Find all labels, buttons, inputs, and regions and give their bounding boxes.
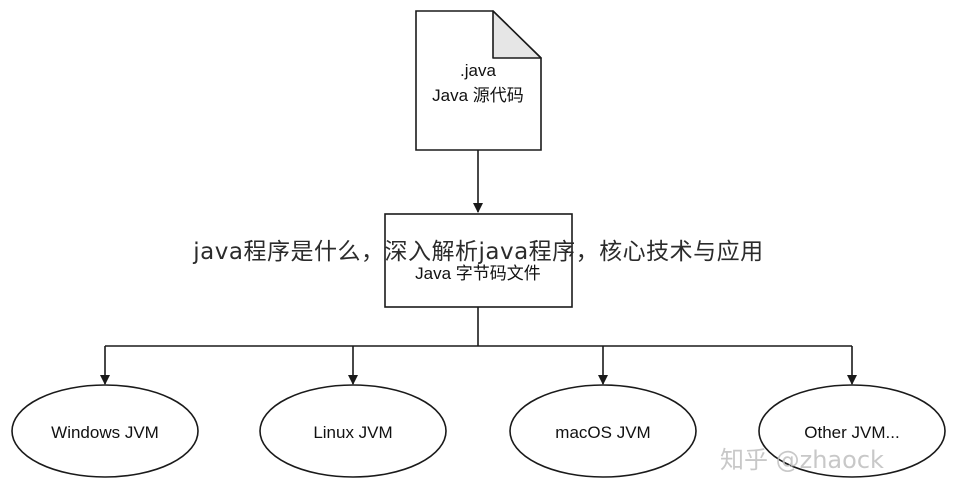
jvm-node-windows: Windows JVM [11,384,199,478]
bytecode-file-label: Java 字节码文件 [415,264,541,283]
jvm-label: Linux JVM [313,423,392,442]
jvm-label: Windows JVM [51,423,159,442]
jvm-ellipse [509,384,697,478]
jvm-label: macOS JVM [555,423,650,442]
jvm-node-macos: macOS JVM [509,384,697,478]
source-file-extension: .java [460,61,496,80]
jvm-ellipse [259,384,447,478]
jvm-ellipse [11,384,199,478]
jvm-node-other: Other JVM... [758,384,946,478]
document-fold [492,10,542,59]
jvm-label: Other JVM... [804,423,899,442]
document-shape [415,10,542,151]
source-file-node: .java Java 源代码 [415,10,542,151]
branch-connectors [100,307,857,385]
jvm-ellipse [758,384,946,478]
jvm-node-linux: Linux JVM [259,384,447,478]
overlay-title: java程序是什么，深入解析java程序，核心技术与应用 [193,239,764,265]
source-file-label: Java 源代码 [432,86,524,105]
watermark: 知乎 @zhaock [720,446,884,474]
